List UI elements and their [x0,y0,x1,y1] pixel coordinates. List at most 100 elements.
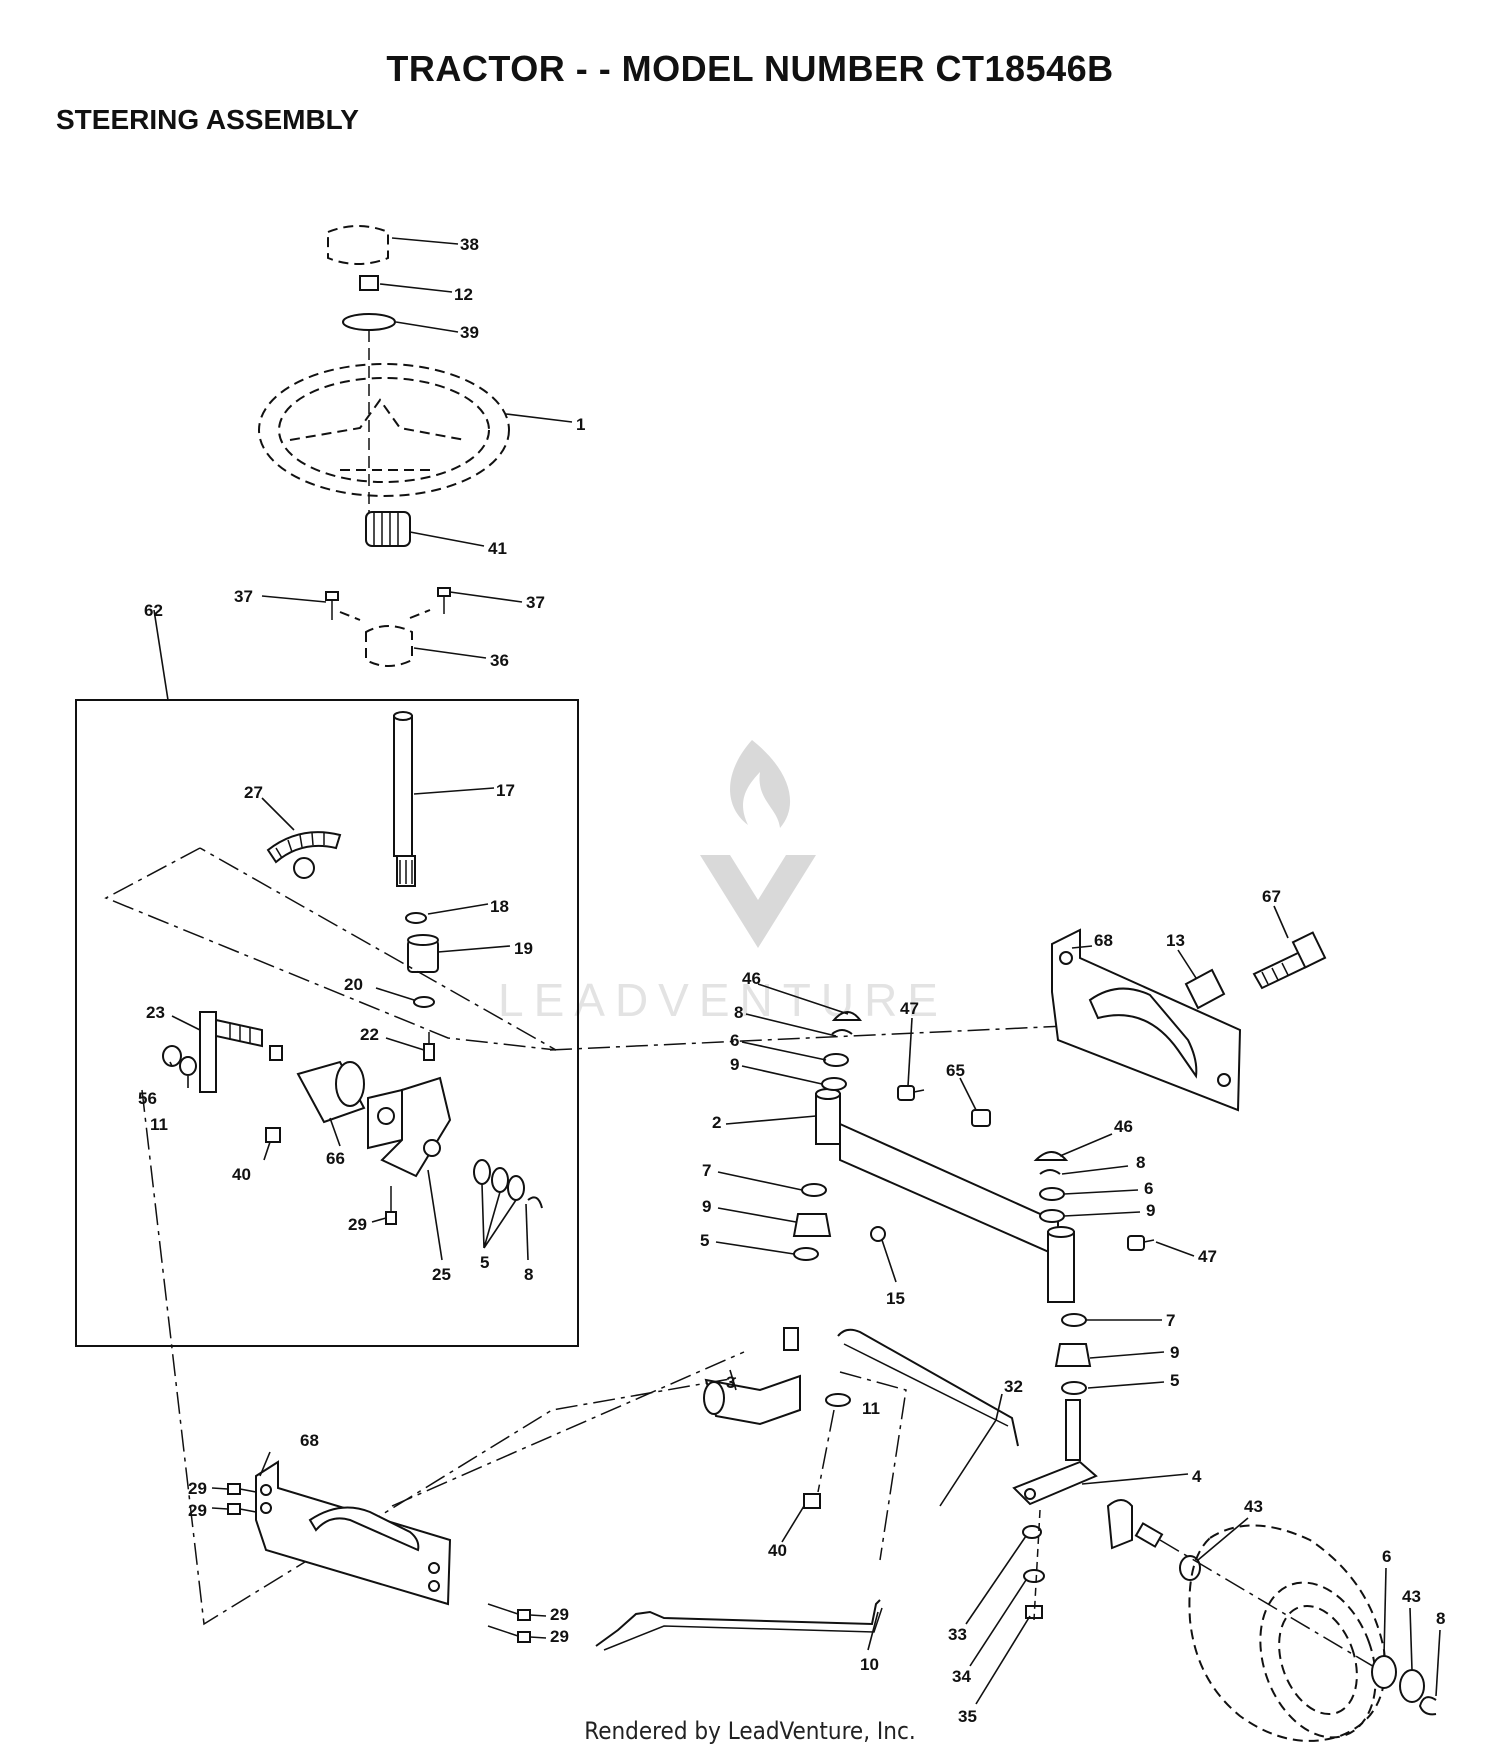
fitting-part [870,1226,886,1242]
steering-gear-box-outline [75,699,579,1347]
callout-label: 9 [730,1055,739,1074]
callout-label: 39 [460,323,479,342]
bolt-part [385,1186,397,1225]
clip-part [527,1196,543,1209]
callout-label: 1 [576,415,585,434]
callout-label: 67 [1262,887,1281,906]
sector-gear-part [266,831,342,879]
callout-label: 8 [734,1003,743,1022]
callout-label: 27 [244,783,263,802]
leader-lines [169,237,1441,1705]
callout-label: 34 [952,1667,971,1686]
bushing-part [792,1213,832,1237]
washer-part [413,996,435,1008]
clip-part [831,1029,853,1035]
nut-part [265,1127,281,1143]
steering-wheel-part [258,363,510,497]
leadventure-watermark-logo: LEADVENTURE [498,740,938,1026]
callout-label: 9 [1146,1201,1155,1220]
callout-label: 29 [550,1605,569,1624]
spindle-part [1106,1499,1164,1550]
callout-label: 29 [348,1215,367,1234]
washer-part [1022,1525,1042,1539]
clip-part [1418,1696,1437,1716]
callout-label: 41 [488,539,507,558]
callout-label: 29 [550,1627,569,1646]
bolt-part [1252,931,1327,990]
spindle-part [703,1327,801,1426]
callout-label: 7 [702,1161,711,1180]
drag-link-part [837,1328,1019,1447]
page-title: TRACTOR - - MODEL NUMBER CT18546B [386,48,1114,89]
footer-credit: Rendered by LeadVenture, Inc. [584,1717,916,1745]
callout-label: 12 [454,285,473,304]
adapter-part [365,511,411,547]
nut-part [359,275,379,291]
callout-label: 68 [300,1431,319,1450]
washer-part [1179,1555,1201,1581]
callout-label: 4 [1192,1467,1202,1486]
spacer-part [296,1060,366,1124]
washer-part [1371,1655,1397,1689]
callout-label: 46 [742,969,761,988]
callout-label: 38 [460,235,479,254]
callout-label: 56 [138,1089,157,1108]
nut-part [803,1493,821,1509]
fitting-part [407,934,439,973]
grease-fitting-part [897,1085,1155,1251]
spacer-part [971,1109,991,1127]
callout-label: 20 [344,975,363,994]
washer-part [1061,1313,1087,1327]
washer-part [801,1183,827,1197]
washer-part [1039,1187,1065,1201]
callout-label: 7 [1166,1311,1175,1330]
callout-label: 11 [862,1399,880,1418]
bushing-part [1054,1343,1092,1367]
steering-shaft-part [393,711,416,887]
callout-label: 9 [1170,1343,1179,1362]
callout-label: 43 [1402,1587,1421,1606]
tie-rod-part [595,1599,883,1651]
callout-label: 6 [730,1031,739,1050]
washer-part [405,912,427,924]
callout-label: 47 [1198,1247,1217,1266]
washer-part [793,1247,819,1261]
cap-part [1033,1151,1069,1161]
callout-label: 65 [946,1061,965,1080]
callout-label: 46 [1114,1117,1133,1136]
callout-label: 33 [948,1625,967,1644]
callout-label: 40 [232,1165,251,1184]
callout-label: 3 [726,1373,735,1392]
front-axle-part [815,1088,1075,1303]
callout-label: 68 [1094,931,1113,950]
knob-part [327,225,389,265]
callout-label: 22 [360,1025,379,1044]
washer-part [1061,1381,1087,1395]
callout-label: 32 [1004,1377,1023,1396]
cap-part [831,1011,863,1021]
alignment-guide-line [104,847,557,1051]
callout-label: 37 [234,587,253,606]
callout-label: 29 [188,1479,207,1498]
callout-label: 10 [860,1655,879,1674]
callout-label: 2 [712,1113,721,1132]
callout-label: 8 [1136,1153,1145,1172]
bolt-part [423,1032,435,1061]
washer-part [473,1159,525,1201]
callout-label: 5 [480,1253,489,1272]
bushing-part [339,609,431,667]
clip-part [1039,1169,1061,1175]
shaft-part [199,1011,283,1093]
callout-label: 36 [490,651,509,670]
callout-label: 9 [702,1197,711,1216]
callout-label: 6 [1144,1179,1153,1198]
spacer-part [1184,968,1226,1010]
callout-label: 5 [1170,1371,1179,1390]
callout-label: 40 [768,1541,787,1560]
callout-label: 5 [700,1231,709,1250]
callout-label: 13 [1166,931,1185,950]
callout-label: 6 [1382,1547,1391,1566]
callout-label: 15 [886,1289,905,1308]
callout-label: 25 [432,1265,451,1284]
